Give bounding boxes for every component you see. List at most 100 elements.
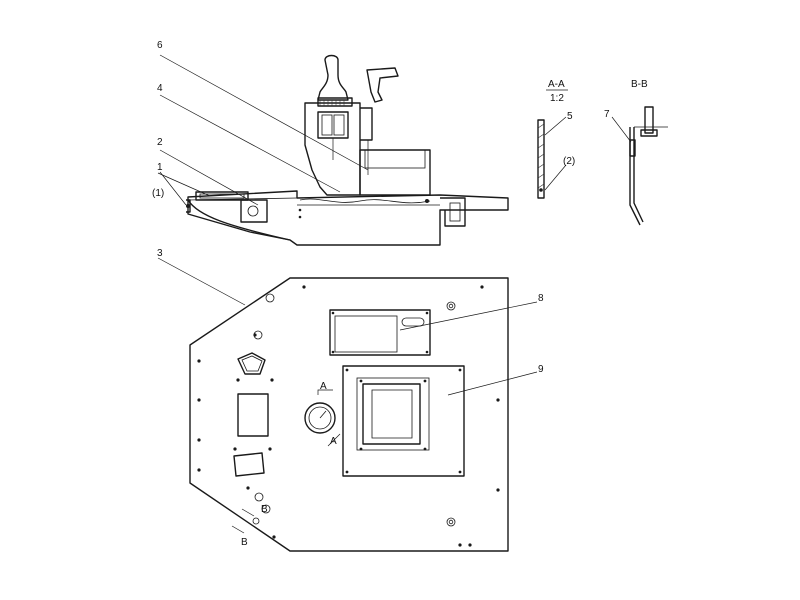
round-hole — [446, 517, 456, 527]
section-a-cut-line — [327, 433, 341, 447]
rect-cutout — [237, 393, 269, 437]
right-bracket-inner — [449, 202, 461, 222]
bolt — [236, 378, 240, 382]
section-a-label-bottom: A — [330, 436, 337, 447]
plan-view — [157, 257, 538, 552]
bolt — [496, 488, 500, 492]
round-hole-inner — [448, 303, 454, 309]
bolt — [268, 447, 272, 451]
callout-6: 6 — [157, 40, 163, 51]
callout-9: 9 — [538, 364, 544, 375]
bb-bolt-nut — [640, 129, 658, 137]
bolt — [197, 438, 201, 442]
bolt — [425, 350, 429, 354]
bolt — [458, 470, 462, 474]
pentagon-cutout — [237, 352, 266, 375]
bb-plate-inner — [633, 127, 644, 223]
bolt — [359, 379, 363, 383]
round-hole — [254, 492, 264, 502]
joystick-ribs — [319, 100, 345, 106]
bolt — [197, 398, 201, 402]
lever — [366, 67, 399, 103]
bolt — [197, 468, 201, 472]
section-b-arrow-top — [241, 508, 255, 517]
bolt — [298, 215, 302, 219]
leader-p1 — [159, 171, 187, 206]
gauge-inner — [308, 406, 332, 430]
leader-8 — [399, 301, 538, 331]
gauge — [304, 402, 336, 434]
plate-9-recess — [371, 389, 413, 439]
callout-8: 8 — [538, 293, 544, 304]
bolt — [458, 368, 462, 372]
console-box-top — [364, 149, 426, 169]
tray-inner — [199, 193, 245, 199]
bolt — [345, 368, 349, 372]
leader-2 — [159, 149, 259, 206]
round-hole — [265, 293, 275, 303]
aa-plate — [537, 119, 545, 199]
bolt — [302, 285, 306, 289]
leader-1 — [157, 172, 211, 197]
bolt — [468, 543, 472, 547]
callout-4: 4 — [157, 83, 163, 94]
bolt — [458, 543, 462, 547]
bolt — [331, 350, 335, 354]
floor-plate-outline — [189, 277, 509, 552]
round-hole — [261, 504, 271, 514]
bolt — [197, 359, 201, 363]
tray-part — [195, 191, 249, 201]
bolt — [272, 535, 276, 539]
section-a-label-top: A — [320, 381, 327, 392]
section-b-label-top: B — [261, 504, 268, 515]
side-view — [157, 54, 509, 246]
plate-9 — [342, 365, 465, 477]
round-hole — [253, 330, 263, 340]
valve-block — [317, 111, 349, 139]
aa-bolt — [539, 188, 543, 192]
right-bracket — [440, 197, 466, 227]
gauge-needle — [319, 410, 327, 419]
leader-3 — [157, 257, 246, 306]
valve-port — [333, 114, 345, 136]
pentagon-cutout-inner — [241, 355, 263, 372]
section-bb-title: B-B — [631, 79, 648, 90]
section-aa-scale: 1:2 — [550, 93, 564, 104]
edge-bolts — [197, 285, 500, 547]
round-hole — [252, 517, 260, 525]
leader-p2 — [544, 164, 567, 191]
section-a-arrow-top — [317, 389, 333, 395]
panel-8-inner — [334, 315, 398, 353]
leader-5 — [544, 116, 567, 136]
round-hole — [446, 301, 456, 311]
bolt — [423, 447, 427, 451]
bolt — [425, 311, 429, 315]
bolt — [345, 470, 349, 474]
callout-7: 7 — [604, 109, 610, 120]
bb-bolt-shank — [644, 106, 654, 134]
bolt-right — [425, 199, 429, 203]
bb-clip — [629, 139, 636, 157]
console-housing — [304, 102, 361, 196]
bolt — [233, 447, 237, 451]
panel-8 — [329, 309, 431, 356]
clamp-bolt — [186, 204, 190, 208]
bolt — [246, 486, 250, 490]
bolt — [480, 285, 484, 289]
block-part — [240, 199, 268, 223]
panel-8-slot — [401, 317, 425, 327]
plate-9-frame — [356, 377, 430, 451]
section-aa: A-A 1:2 5 (2) — [537, 79, 575, 199]
block-hole — [247, 205, 259, 217]
leader-7 — [611, 116, 632, 143]
leader-4 — [159, 94, 341, 193]
square-cutout — [233, 452, 265, 477]
bolt — [298, 208, 302, 212]
joystick-base — [317, 97, 353, 107]
round-hole-inner — [448, 519, 454, 525]
callout-2: 2 — [157, 137, 163, 148]
bolt — [359, 447, 363, 451]
joystick-grip — [317, 54, 349, 101]
callout-3: 3 — [157, 248, 163, 259]
